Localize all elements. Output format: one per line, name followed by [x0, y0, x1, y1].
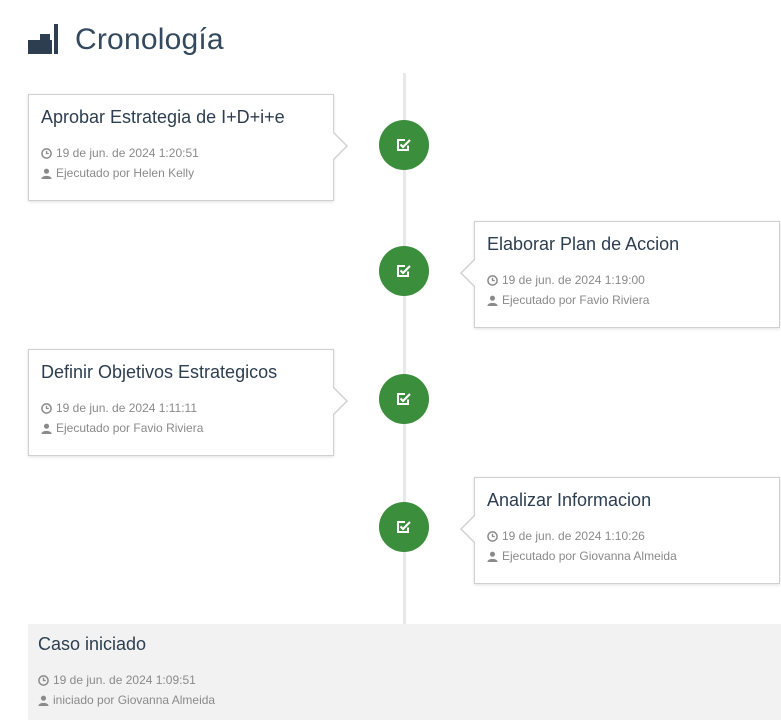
card-title: Definir Objetivos Estrategicos	[41, 362, 278, 382]
completed-badge	[379, 502, 429, 552]
clock-icon	[41, 402, 52, 414]
timeline-line	[403, 73, 406, 625]
timeline-icon	[28, 24, 58, 54]
check-square-icon	[397, 139, 411, 151]
card-date: 19 de jun. de 2024 1:11:11	[41, 398, 321, 418]
clock-icon	[38, 674, 49, 686]
user-icon	[487, 295, 498, 306]
clock-icon	[487, 274, 498, 286]
completed-badge	[379, 246, 429, 296]
card-title: Analizar Informacion	[487, 490, 652, 510]
user-icon	[41, 168, 52, 179]
clock-icon	[487, 530, 498, 542]
case-started-title: Caso iniciado	[38, 634, 147, 654]
completed-badge	[379, 374, 429, 424]
case-started-by: iniciado por Giovanna Almeida	[38, 690, 771, 710]
card-executed-by: Ejecutado por Favio Riviera	[41, 418, 321, 438]
check-square-icon	[397, 265, 411, 277]
timeline-card[interactable]: Definir Objetivos Estrategicos 19 de jun…	[28, 349, 348, 456]
check-square-icon	[397, 521, 411, 533]
page-title: Cronología	[75, 23, 224, 56]
user-icon	[41, 423, 52, 434]
card-executed-by: Ejecutado por Helen Kelly	[41, 163, 321, 183]
card-date: 19 de jun. de 2024 1:19:00	[487, 270, 767, 290]
card-title: Elaborar Plan de Accion	[487, 234, 680, 254]
card-title: Aprobar Estrategia de I+D+i+e	[41, 107, 285, 127]
user-icon	[487, 551, 498, 562]
check-square-icon	[397, 393, 411, 405]
case-started-date: 19 de jun. de 2024 1:09:51	[38, 670, 771, 690]
card-executed-by: Ejecutado por Giovanna Almeida	[487, 546, 767, 566]
timeline-card[interactable]: Elaborar Plan de Accion 19 de jun. de 20…	[460, 221, 780, 328]
case-started-box: Caso iniciado 19 de jun. de 2024 1:09:51…	[28, 624, 781, 720]
timeline-card[interactable]: Aprobar Estrategia de I+D+i+e 19 de jun.…	[28, 94, 348, 201]
user-icon	[38, 695, 49, 706]
page-header: Cronología	[28, 20, 224, 60]
card-date: 19 de jun. de 2024 1:10:26	[487, 526, 767, 546]
card-date: 19 de jun. de 2024 1:20:51	[41, 143, 321, 163]
clock-icon	[41, 147, 52, 159]
completed-badge	[379, 120, 429, 170]
card-executed-by: Ejecutado por Favio Riviera	[487, 290, 767, 310]
timeline-card[interactable]: Analizar Informacion 19 de jun. de 2024 …	[460, 477, 780, 584]
